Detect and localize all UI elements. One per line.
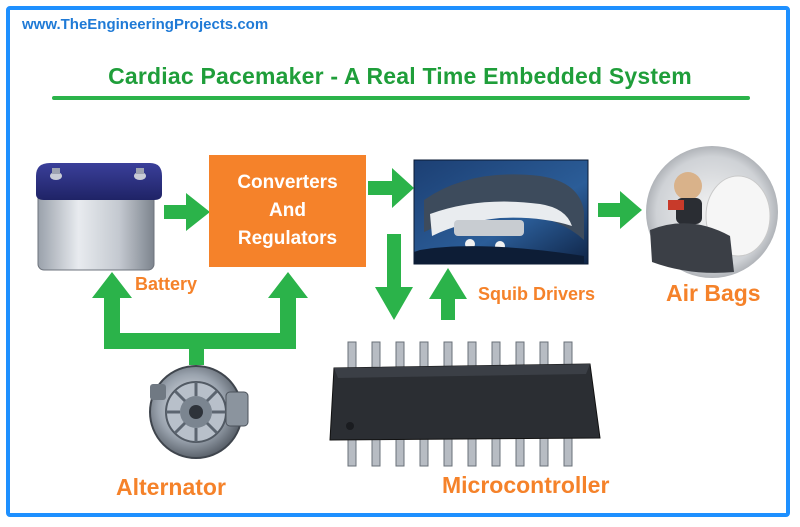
arrow-converters-down-to-microcontroller — [375, 234, 413, 320]
alternator-feed-bus — [104, 333, 296, 349]
alternator-label: Alternator — [116, 474, 226, 500]
arrow-converters-to-squib — [368, 168, 414, 208]
squib-drivers-image — [413, 159, 589, 265]
battery-image — [36, 163, 162, 271]
arrow-microcontroller-up-to-squib — [429, 268, 467, 320]
converters-line-1: Converters — [237, 172, 338, 193]
title-underline — [52, 96, 750, 100]
alternator-feed-stem — [189, 349, 204, 365]
converters-regulators-box: Converters And Regulators — [209, 155, 366, 267]
microcontroller-image — [329, 341, 601, 467]
battery-label: Battery — [135, 274, 198, 294]
air-bags-label: Air Bags — [666, 280, 761, 306]
arrow-squib-to-airbags — [598, 191, 642, 229]
converters-line-2: And — [269, 200, 306, 221]
arrow-alternator-feed-converters — [268, 272, 308, 333]
diagram-title: Cardiac Pacemaker - A Real Time Embedded… — [108, 63, 692, 89]
diagram-frame — [6, 6, 790, 517]
watermark: www.TheEngineeringProjects.com — [22, 16, 269, 33]
microcontroller-label: Microcontroller — [442, 472, 610, 498]
air-bags-image — [646, 146, 778, 278]
arrow-battery-to-converters — [164, 193, 210, 231]
arrow-alternator-feed-battery — [92, 272, 132, 333]
alternator-image — [149, 365, 249, 459]
converters-line-3: Regulators — [237, 228, 338, 249]
squib-drivers-label: Squib Drivers — [478, 284, 596, 304]
